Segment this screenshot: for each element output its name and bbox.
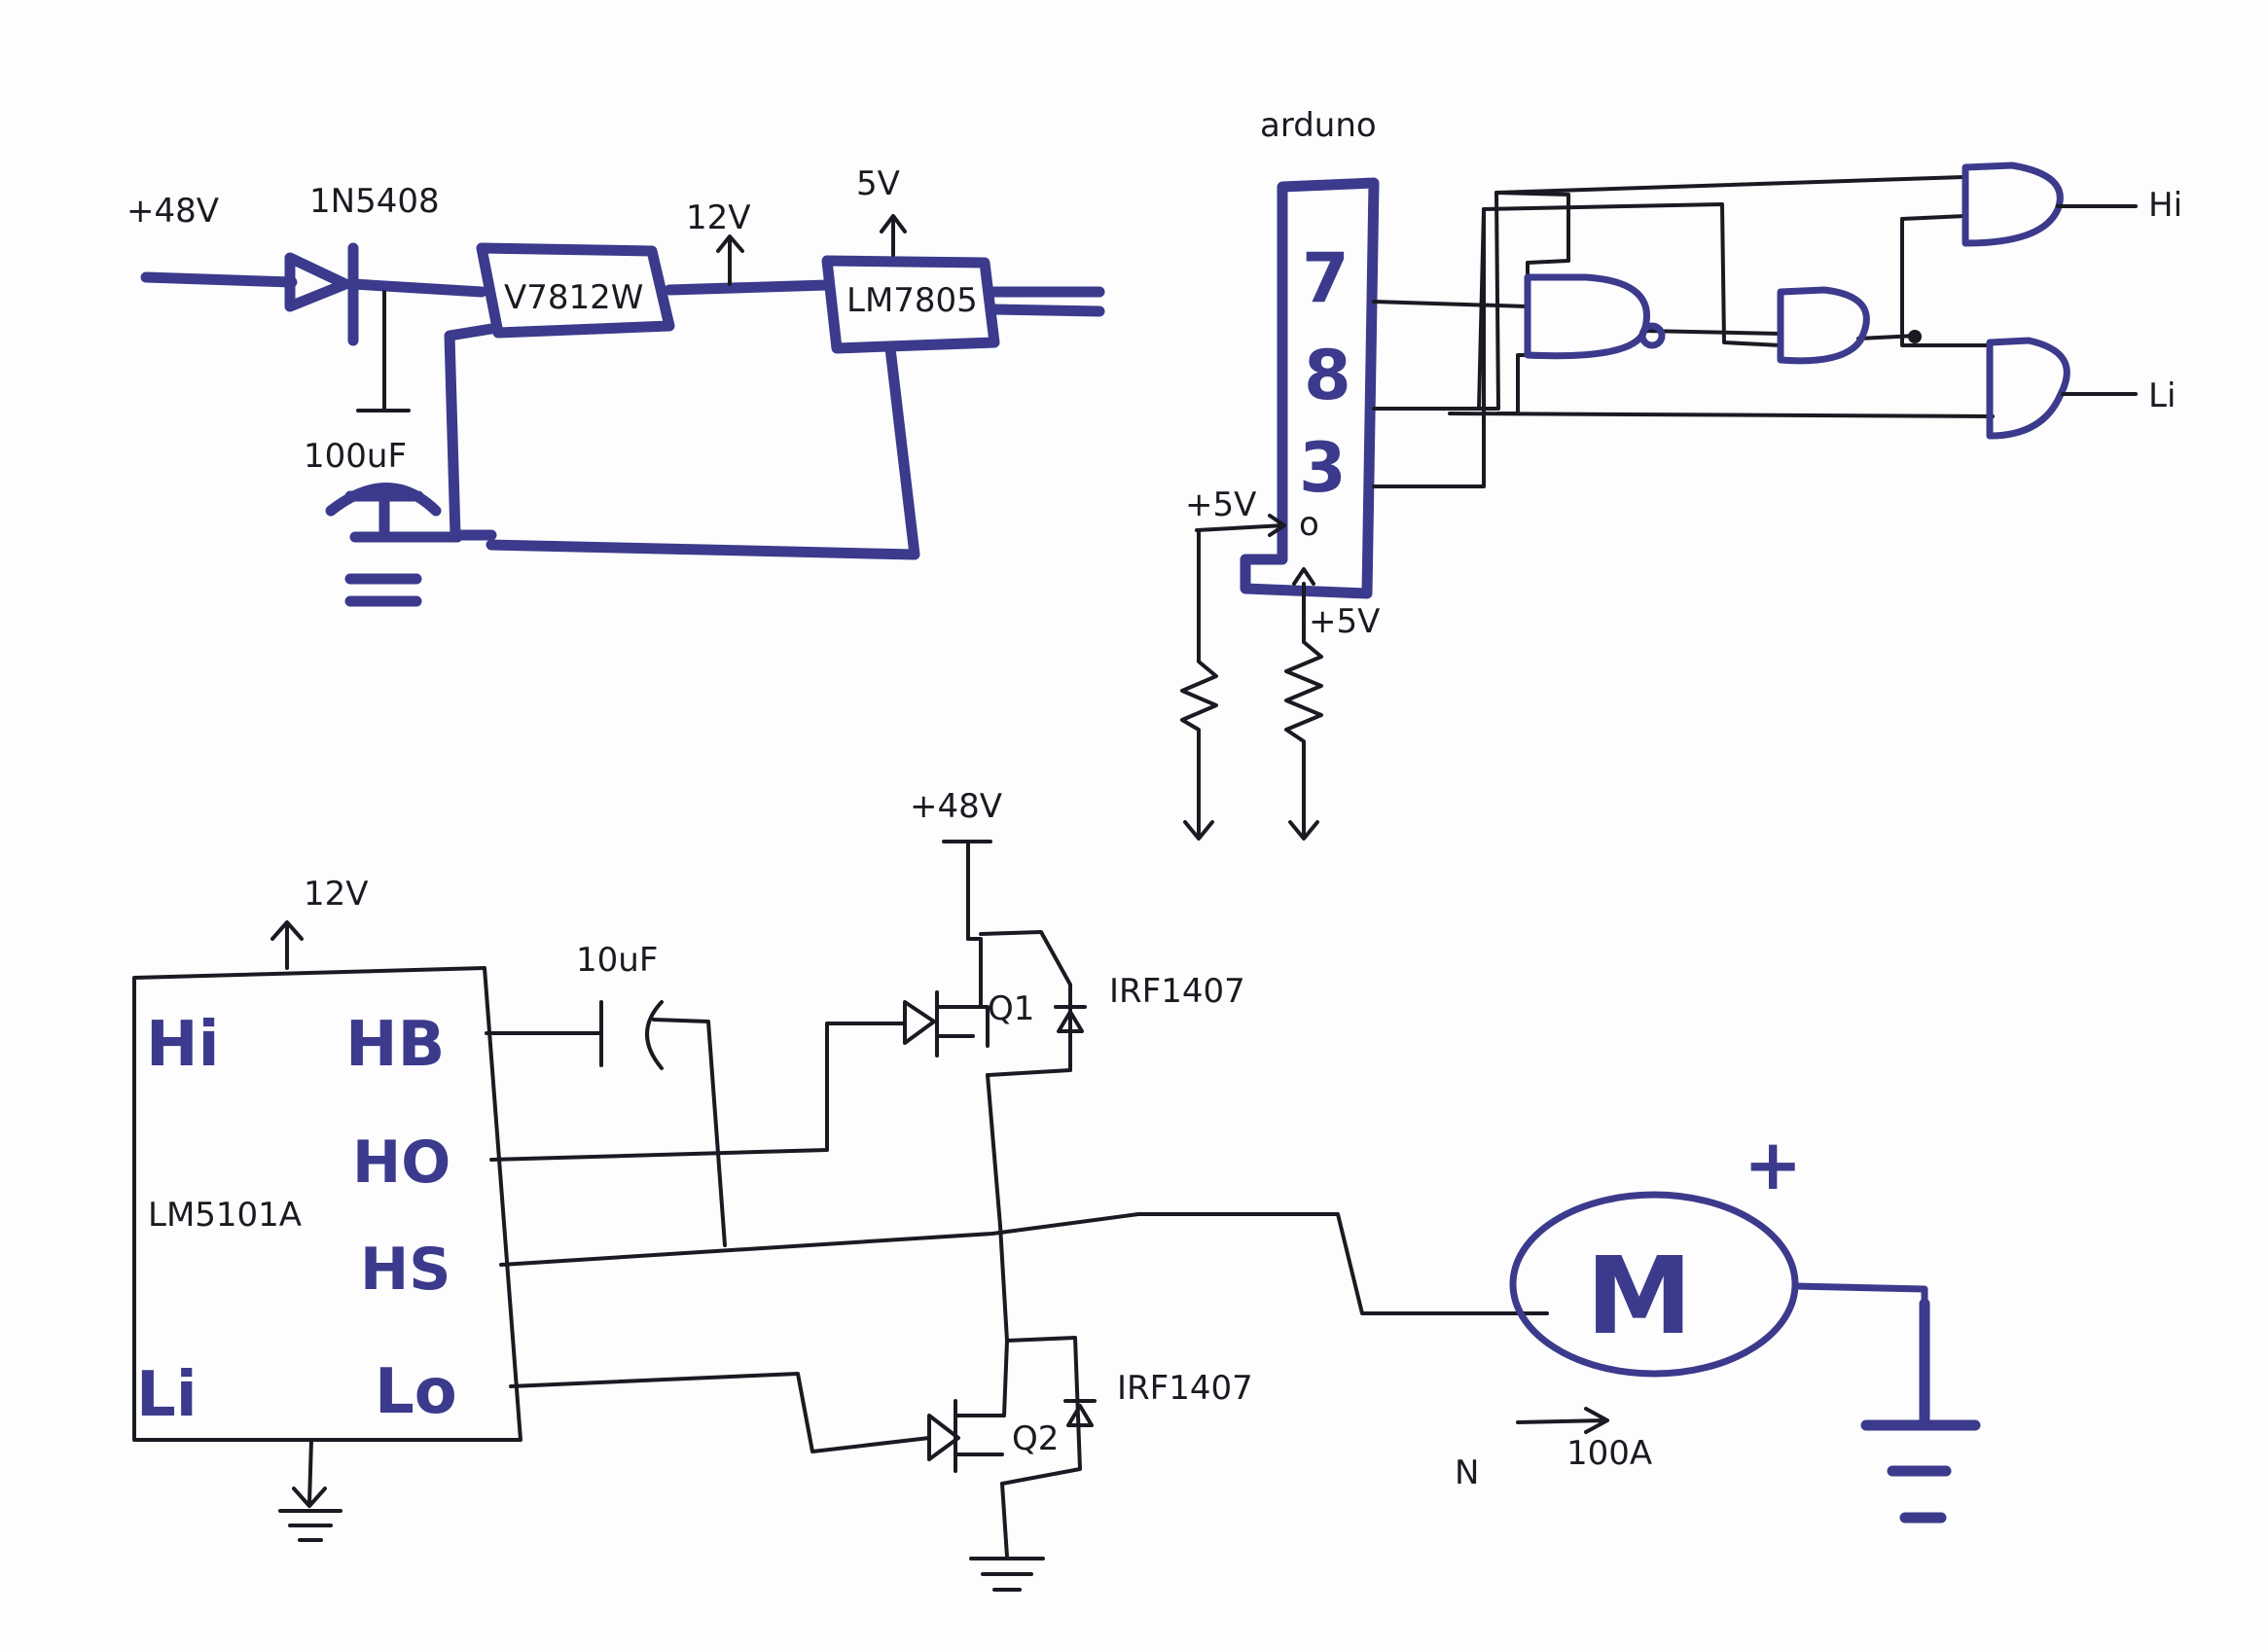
q2-part-label: IRF1407 (1117, 1369, 1253, 1408)
regulator-lm7805: LM7805 5V (486, 164, 1105, 560)
power-supply-section: +48V 1N5408 100uF V7812W 12V (126, 164, 1105, 607)
and-gate-hi (1962, 161, 2064, 247)
pullup-left-wire (1195, 514, 1286, 537)
bridge-supply-rail (942, 840, 992, 941)
logic-wiring (1372, 175, 1995, 488)
and-gate-li (1986, 337, 2070, 440)
boot-cap-label: 10uF (576, 941, 658, 980)
pulldown-arrow (1292, 567, 1315, 586)
arduino-board (1240, 177, 1380, 599)
pullup-left-label: +5V (1185, 485, 1256, 524)
mosfet-q2: Q2 IRF1407 (927, 1336, 1253, 1486)
input-48v-label: +48V (126, 192, 219, 231)
driver-supply-arrow (270, 920, 304, 970)
motor-ground (1860, 1298, 1981, 1524)
gate-driver-section: 12V Hi Li HB HO HS Lo LM5101A 10uF (132, 875, 1549, 1542)
q1-part-label: IRF1407 (1109, 972, 1245, 1011)
motor-section: M + N 100A (1455, 1124, 1981, 1524)
arduino-pin-7: 7 (1302, 238, 1350, 318)
current-arrow (1516, 1407, 1609, 1434)
arduino-title: arduno (1260, 106, 1377, 145)
boot-cap-wire (652, 1018, 727, 1247)
ho-wire (489, 1022, 907, 1162)
hs-wire (499, 1212, 1549, 1315)
reg5-part-label: LM7805 (846, 281, 978, 320)
logic-out-li: Li (2148, 377, 2176, 415)
arduino-pin-8: 8 (1304, 336, 1351, 415)
pin-lo-label: Lo (375, 1356, 457, 1428)
pin-ho-label: HO (352, 1129, 450, 1197)
boot-capacitor (485, 1000, 664, 1070)
nand-bubble (1638, 322, 1666, 349)
midpoint-wire (986, 1073, 1009, 1343)
diode-1n5408 (284, 242, 487, 346)
lo-wire (509, 1372, 931, 1453)
motor-plus: + (1744, 1124, 1802, 1205)
bridge-supply-label: +48V (910, 787, 1002, 826)
motor-symbol: M (1586, 1234, 1692, 1358)
current-n-label: N (1455, 1453, 1479, 1492)
reg12-out-label: 12V (686, 198, 751, 237)
pin-li-label: Li (136, 1359, 198, 1431)
driver-supply-label: 12V (304, 875, 369, 914)
resistor-right (1284, 582, 1323, 841)
and-gate-middle (1777, 286, 1870, 365)
resistor-left (1180, 528, 1218, 841)
arduino-pin-0: o (1299, 505, 1319, 544)
pin-hi-label: Hi (146, 1009, 220, 1081)
nand-gate (1524, 273, 1650, 360)
driver-ground (278, 1438, 342, 1542)
cap-100uf-label: 100uF (304, 437, 407, 476)
pullup-bottom-label: +5V (1309, 602, 1380, 641)
reg5-out-label: 5V (856, 164, 900, 203)
q2-label: Q2 (1012, 1419, 1059, 1458)
reg12-part-label: V7812W (504, 278, 643, 317)
mosfet-q1: Q1 IRF1407 (903, 930, 1245, 1077)
driver-chip-name: LM5101A (148, 1196, 302, 1235)
diode-part-label: 1N5408 (309, 182, 440, 221)
regulator-v7812w: V7812W 12V (444, 198, 833, 541)
lm5101a-chip (132, 966, 522, 1442)
current-value: 100A (1566, 1434, 1652, 1473)
arduino-pin-3: 3 (1299, 428, 1347, 508)
logic-out-hi: Hi (2148, 186, 2182, 225)
filter-capacitor: 100uF (304, 290, 463, 607)
input-wire (140, 271, 298, 288)
arduino-section: arduno 7 8 3 o +5V +5V (1180, 106, 2182, 841)
bridge-section: +48V Q1 IRF1407 Q2 IRF1407 (903, 787, 1253, 1592)
bridge-ground (969, 1482, 1045, 1592)
q1-label: Q1 (988, 989, 1034, 1028)
pin-hb-label: HB (345, 1009, 445, 1081)
motor-return-wire (1791, 1282, 1928, 1424)
pin-hs-label: HS (360, 1236, 450, 1304)
